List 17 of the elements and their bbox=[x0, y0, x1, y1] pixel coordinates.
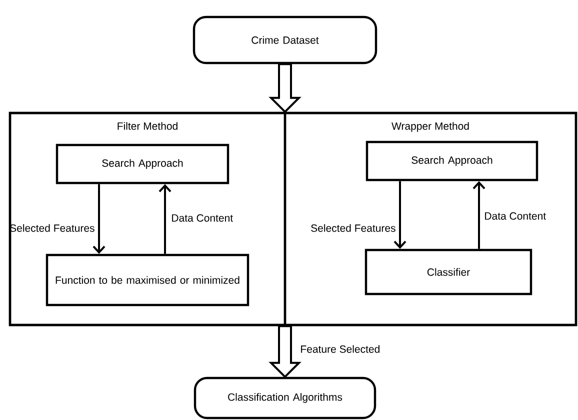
process-box: Search Approach bbox=[366, 140, 538, 182]
arrow bbox=[92, 184, 106, 254]
edge-label: Data Content bbox=[485, 212, 546, 220]
edge-label: Selected Features bbox=[311, 224, 396, 232]
terminal-box: Crime Dataset bbox=[192, 16, 378, 64]
edge-label: Data Content bbox=[172, 214, 233, 222]
arrow bbox=[472, 181, 486, 249]
edge-label: Selected Features bbox=[10, 224, 94, 232]
edge-label: Feature Selected bbox=[301, 345, 380, 353]
arrow bbox=[394, 181, 406, 249]
process-box: Classifier bbox=[364, 248, 532, 296]
block-arrow bbox=[268, 63, 302, 114]
arrow bbox=[158, 184, 172, 254]
process-box: Function to be maximised or minimized bbox=[46, 254, 250, 306]
process-box: Search Approach bbox=[56, 144, 230, 184]
terminal-box: Classification Algorithms bbox=[194, 376, 376, 420]
block-arrow bbox=[268, 325, 302, 378]
